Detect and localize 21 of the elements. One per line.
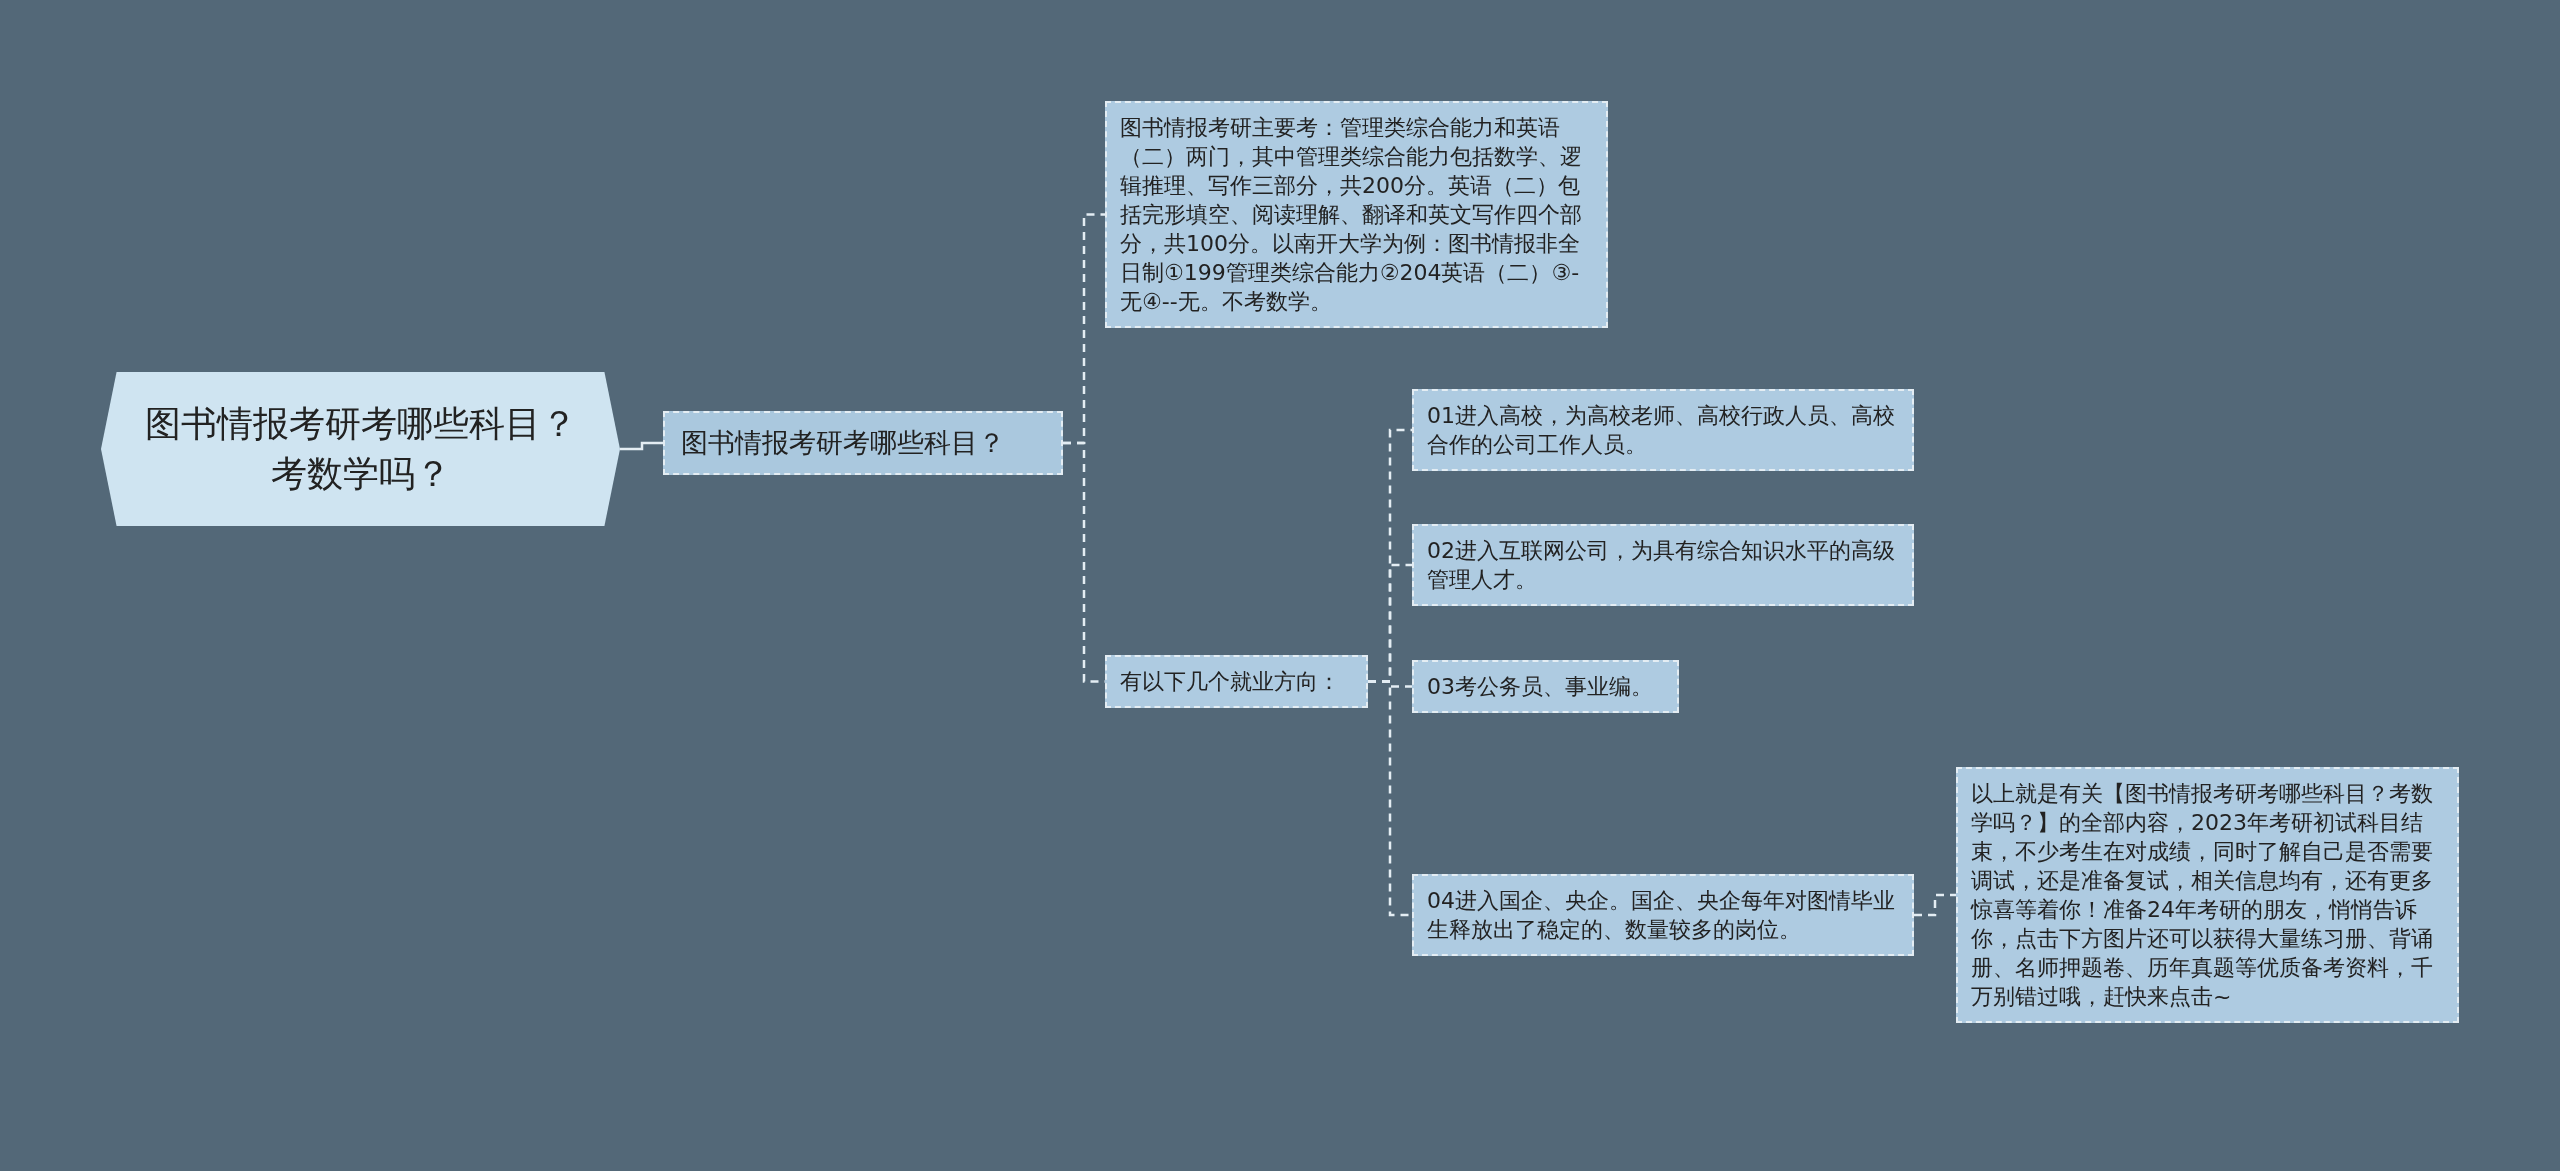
text-card [1956, 767, 2459, 1024]
card-text: 03考公务员、事业编。 [1427, 673, 1654, 701]
topic-title: 图书情报考研考哪些科目？考数学吗？ [143, 401, 578, 496]
text-card [1412, 874, 1914, 957]
text-card [1412, 524, 1914, 607]
connector-line [1914, 893, 1956, 917]
connector-line [620, 441, 663, 451]
card-text: 图书情报考研主要考：管理类综合能力和英语（二）两门，其中管理类综合能力包括数学、逻辑推理、写作三部分，共200分。英语（二）包括完形填空、阅读理解、翻译和英文写作四个部分，共100分。以南开大学为例：图书情报非全日制①199管理类综合能力②204英语（二）③-无④--无。不考数学。 [1120, 114, 1583, 317]
card-text: 02进入互联网公司，为具有综合知识水平的高级管理人才。 [1427, 537, 1896, 595]
text-card [1412, 660, 1679, 714]
text-card [1105, 101, 1608, 329]
card-text: 01进入高校，为高校老师、高校行政人员、高校合作的公司工作人员。 [1427, 402, 1896, 460]
card-text: 有以下几个就业方向： [1120, 668, 1341, 696]
text-card [1412, 389, 1914, 472]
card-text: 以上就是有关【图书情报考研考哪些科目？考数学吗？】的全部内容，2023年考研初试科目结束，不少考生在对成绩，同时了解自己是否需要调试，还是准备复试，相关信息均有，还有更多惊喜等着你！准备24年考研的朋友，悄悄告诉你，点击下方图片还可以获得大量练习册、背诵册、名师押题卷、历年真题等优质备考资料，千万别错过哦，赶快来点击~ [1971, 780, 2434, 1012]
topic-hexagon [101, 372, 620, 526]
card-text: 图书情报考研考哪些科目？ [681, 426, 1006, 460]
branch-card [663, 411, 1063, 475]
text-card [1105, 655, 1368, 709]
connector-line [1368, 680, 1412, 917]
card-text: 04进入国企、央企。国企、央企每年对图情毕业生释放出了稳定的、数量较多的岗位。 [1427, 887, 1896, 945]
